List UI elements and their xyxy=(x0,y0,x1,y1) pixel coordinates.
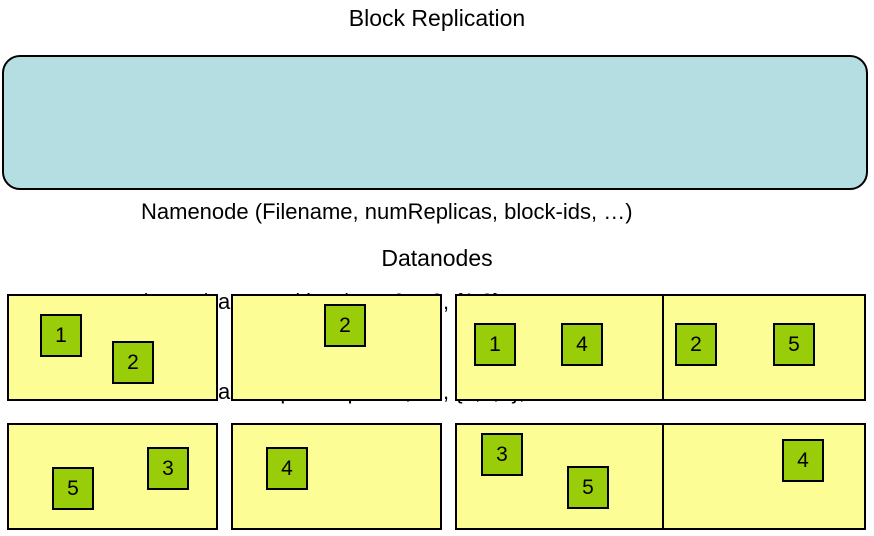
block-id-label: 4 xyxy=(797,449,809,472)
block-replica[interactable]: 1 xyxy=(40,314,82,357)
block-id-label: 4 xyxy=(281,457,293,480)
block-replica[interactable]: 3 xyxy=(481,433,523,476)
block-replica[interactable]: 4 xyxy=(782,439,824,482)
datanode-6[interactable]: 4 xyxy=(231,423,442,530)
block-id-label: 5 xyxy=(67,477,79,500)
block-id-label: 2 xyxy=(690,333,702,356)
namenode-header-line: Namenode (Filename, numReplicas, block-i… xyxy=(141,199,633,224)
block-id-label: 5 xyxy=(582,476,594,499)
block-replica[interactable]: 1 xyxy=(474,323,516,366)
datanode-8[interactable]: 4 xyxy=(662,423,866,530)
block-id-label: 4 xyxy=(576,333,588,356)
block-id-label: 3 xyxy=(162,457,174,480)
block-id-label: 1 xyxy=(55,324,67,347)
page-title: Block Replication xyxy=(348,5,526,31)
block-id-label: 2 xyxy=(339,314,351,337)
datanode-2[interactable]: 2 xyxy=(231,294,442,401)
block-id-label: 3 xyxy=(496,443,508,466)
block-replica[interactable]: 3 xyxy=(147,447,189,490)
block-replica[interactable]: 5 xyxy=(52,467,94,510)
block-replica[interactable]: 5 xyxy=(773,323,815,366)
block-replica[interactable]: 2 xyxy=(112,341,154,384)
block-id-label: 1 xyxy=(489,333,501,356)
datanodes-label: Datanodes xyxy=(381,245,493,271)
block-replica[interactable]: 4 xyxy=(561,323,603,366)
block-replica[interactable]: 2 xyxy=(675,323,717,366)
block-replica[interactable]: 4 xyxy=(266,447,308,490)
block-replica[interactable]: 2 xyxy=(324,304,366,347)
block-id-label: 2 xyxy=(127,351,139,374)
block-replica[interactable]: 5 xyxy=(567,466,609,509)
namenode-box: Namenode (Filename, numReplicas, block-i… xyxy=(2,55,868,404)
block-id-label: 5 xyxy=(788,333,800,356)
